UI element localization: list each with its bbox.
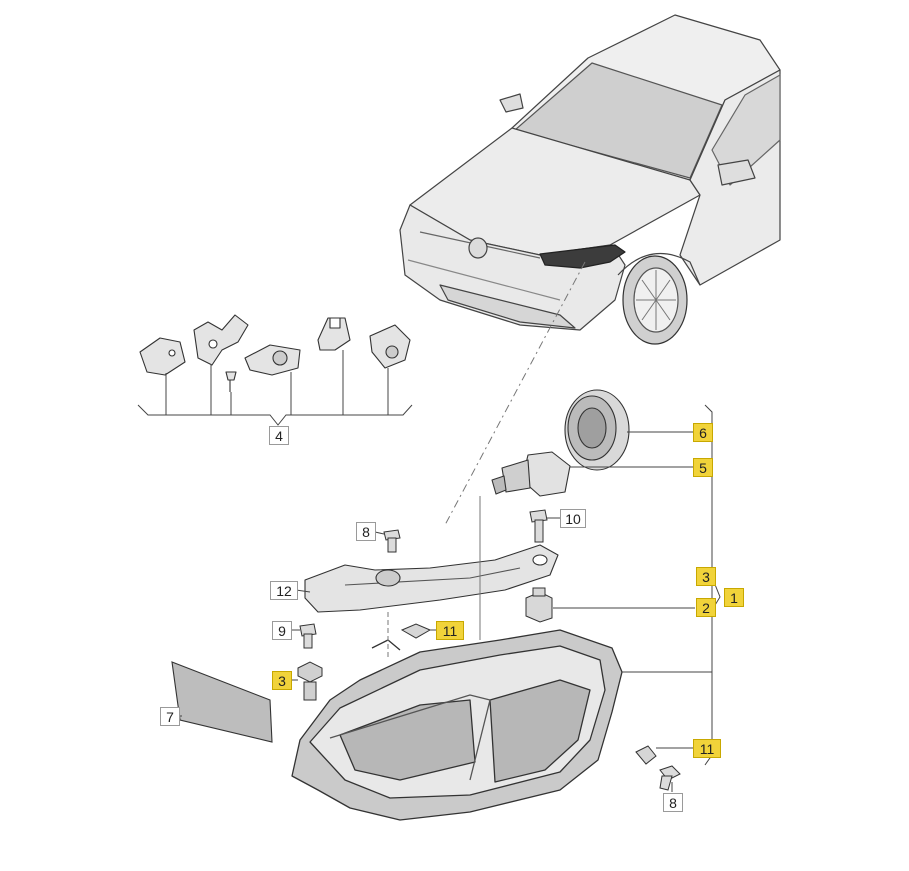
label-2: 2 [696,598,716,617]
label-4: 4 [269,426,289,445]
label-3-right: 3 [696,567,716,586]
screw-8-top [383,529,401,553]
label-6: 6 [693,423,713,442]
label-11-top: 11 [436,621,464,640]
clip-nut-11-top [400,623,432,639]
bracket-set-4 [139,314,411,392]
label-9: 9 [272,621,292,640]
adjuster-element [525,587,553,623]
label-3-left: 3 [272,671,292,690]
dust-cover-cap [564,389,630,471]
label-8-top: 8 [356,522,376,541]
screw-9 [299,623,317,649]
headlight-housing [291,629,623,821]
label-7: 7 [160,707,180,726]
bracket-4-lines [137,350,413,426]
label-8-bottom: 8 [663,793,683,812]
label-11-bottom: 11 [693,739,721,758]
screw-8-bottom [659,765,681,791]
car-front-view [399,14,781,345]
screw-10 [529,509,548,543]
leader-12 [295,589,311,593]
cover-strip [171,661,273,743]
clip-nut-11-bottom [635,745,657,765]
leader-8a [374,531,385,535]
support-bracket [304,544,559,613]
label-12: 12 [270,581,298,600]
screw-3 [297,661,323,701]
label-10: 10 [560,509,586,528]
label-1: 1 [724,588,744,607]
bulb-control-unit [491,451,571,497]
label-5: 5 [693,458,713,477]
leader-dashed [444,261,586,526]
